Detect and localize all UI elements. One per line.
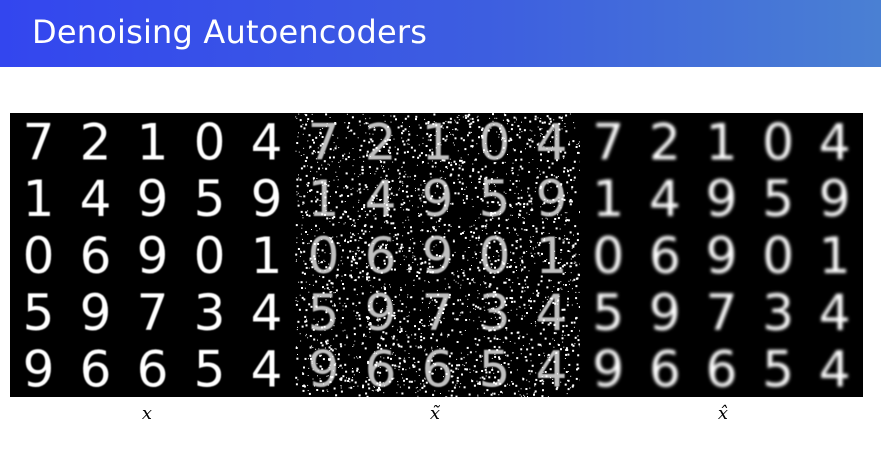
- reconstructed-digit: 4: [819, 284, 851, 342]
- reconstructed-digit: 4: [649, 170, 681, 228]
- original-digit: 1: [251, 227, 283, 285]
- reconstructed-digit: 5: [762, 341, 794, 397]
- title-bar: Denoising Autoencoders: [0, 0, 881, 67]
- noise-speckles: [295, 113, 580, 397]
- original-digit: 4: [251, 341, 283, 397]
- reconstructed-digit: 0: [592, 227, 624, 285]
- original-digit: 6: [80, 227, 112, 285]
- noisy-digit: 5: [479, 341, 511, 397]
- reconstructed-digit: 9: [592, 341, 624, 397]
- original-digit: 9: [137, 170, 169, 228]
- original-digit: 9: [23, 341, 55, 397]
- noisy-digit: 0: [479, 227, 511, 285]
- original-digit: 5: [194, 170, 226, 228]
- original-digit: 3: [194, 284, 226, 342]
- reconstructed-digit: 1: [592, 170, 624, 228]
- noisy-digit: 1: [308, 170, 340, 228]
- original-digit: 9: [251, 170, 283, 228]
- reconstructed-digit: 4: [819, 341, 851, 397]
- reconstructed-digit: 5: [762, 170, 794, 228]
- original-digit: 1: [23, 170, 55, 228]
- noisy-digit: 7: [422, 284, 454, 342]
- label-x-hat: x̂: [717, 403, 729, 424]
- reconstructed-digit: 6: [649, 227, 681, 285]
- reconstructed-digit: 5: [592, 284, 624, 342]
- noisy-digit: 4: [536, 113, 568, 171]
- noisy-digit: 0: [479, 113, 511, 171]
- label-x: x: [141, 403, 153, 424]
- original-digit: 4: [251, 113, 283, 171]
- reconstructed-digit: 1: [706, 113, 738, 171]
- original-digit: 5: [194, 341, 226, 397]
- reconstructed-digit: 2: [649, 113, 681, 171]
- reconstructed-digit: 7: [706, 284, 738, 342]
- original-digit: 9: [137, 227, 169, 285]
- reconstructed-digit: 1: [819, 227, 851, 285]
- reconstructed-digit: 3: [762, 284, 794, 342]
- slide-title: Denoising Autoencoders: [32, 13, 428, 51]
- reconstructed-digit: 9: [706, 170, 738, 228]
- original-digit: 2: [80, 113, 112, 171]
- original-digit: 6: [137, 341, 169, 397]
- original-digit: 1: [137, 113, 169, 171]
- original-digit: 6: [80, 341, 112, 397]
- original-digit: 5: [23, 284, 55, 342]
- reconstructed-digit: 0: [762, 113, 794, 171]
- original-digit: 0: [194, 113, 226, 171]
- label-x-tilde: x̃: [429, 403, 441, 424]
- reconstructed-digit: 9: [706, 227, 738, 285]
- noisy-digit: 5: [479, 170, 511, 228]
- noisy-digit: 6: [422, 341, 454, 397]
- original-digit: 9: [80, 284, 112, 342]
- original-digit: 4: [251, 284, 283, 342]
- original-digit: 7: [23, 113, 55, 171]
- reconstructed-digit: 7: [592, 113, 624, 171]
- reconstructed-digit: 9: [649, 284, 681, 342]
- original-digit: 0: [23, 227, 55, 285]
- reconstructed-digit: 6: [706, 341, 738, 397]
- original-digit: 0: [194, 227, 226, 285]
- noisy-digit: 3: [479, 284, 511, 342]
- original-digit: 4: [80, 170, 112, 228]
- original-digit: 7: [137, 284, 169, 342]
- reconstructed-digit: 9: [819, 170, 851, 228]
- reconstructed-digit: 4: [819, 113, 851, 171]
- noisy-digit: 9: [422, 170, 454, 228]
- reconstructed-digit: 0: [762, 227, 794, 285]
- noisy-digit: 1: [536, 227, 568, 285]
- reconstructed-digit: 6: [649, 341, 681, 397]
